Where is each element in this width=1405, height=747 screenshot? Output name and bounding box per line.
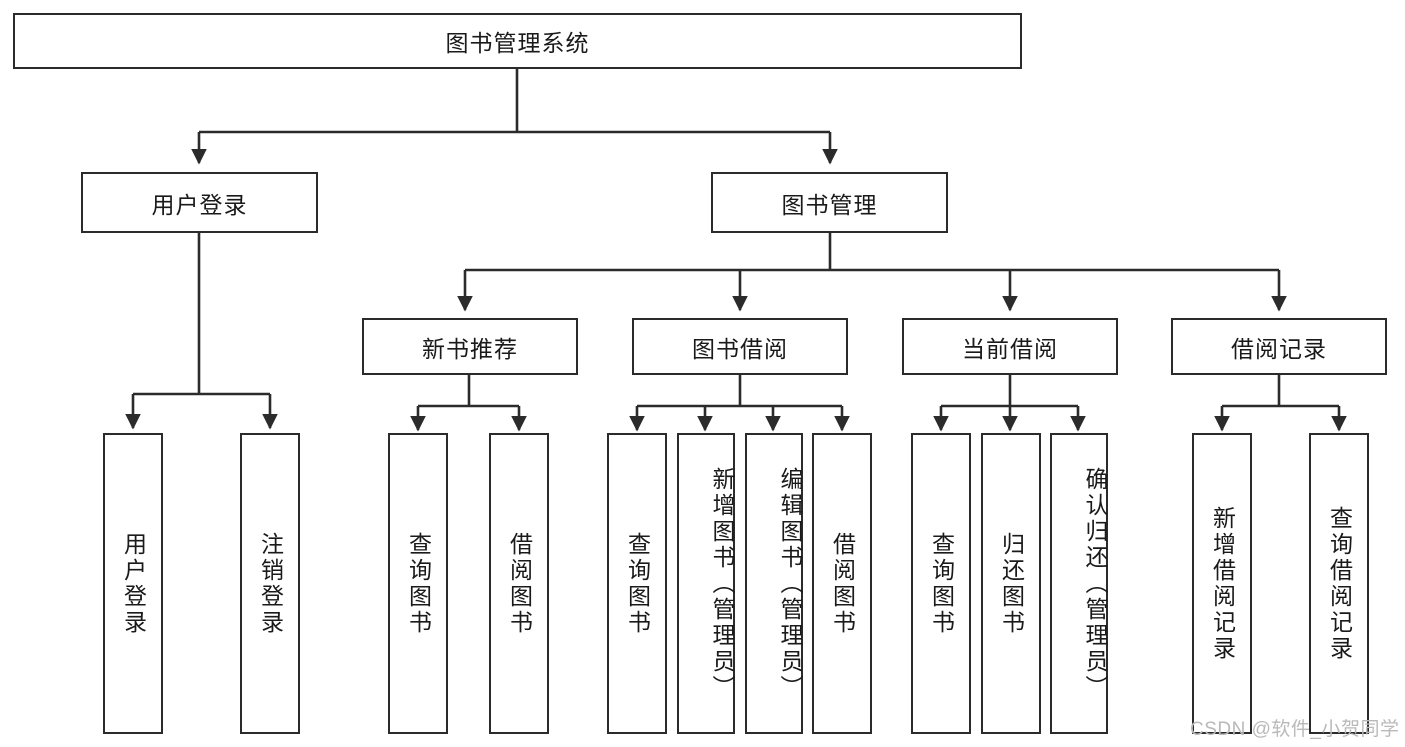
node-leaf-user-login-label: 用户登录 xyxy=(120,531,147,636)
node-leaf-query-book-1-label: 查询图书 xyxy=(405,531,432,636)
node-leaf-query-book-3-label: 查询图书 xyxy=(928,531,955,636)
node-leaf-borrow-book-2[interactable]: 借阅图书 xyxy=(812,433,872,734)
node-leaf-query-book-2-label: 查询图书 xyxy=(624,531,651,636)
node-book-borrow[interactable]: 图书借阅 xyxy=(632,318,848,375)
node-leaf-query-book-2[interactable]: 查询图书 xyxy=(607,433,667,734)
node-root[interactable]: 图书管理系统 xyxy=(13,13,1022,69)
node-leaf-user-logout-label: 注销登录 xyxy=(257,531,284,636)
node-current-borrow-label: 当前借阅 xyxy=(962,335,1058,362)
node-root-label: 图书管理系统 xyxy=(445,30,590,56)
node-leaf-add-record-label: 新增借阅记录 xyxy=(1209,505,1236,662)
node-borrow-record[interactable]: 借阅记录 xyxy=(1171,318,1387,375)
node-book-manage[interactable]: 图书管理 xyxy=(711,172,948,233)
node-new-book-rec-label: 新书推荐 xyxy=(422,335,518,362)
node-book-manage-label: 图书管理 xyxy=(781,191,878,218)
node-leaf-query-record[interactable]: 查询借阅记录 xyxy=(1309,433,1369,734)
node-new-book-rec[interactable]: 新书推荐 xyxy=(362,318,578,375)
node-leaf-query-book-1[interactable]: 查询图书 xyxy=(388,433,448,734)
node-leaf-edit-book-label: 编辑图书（管理员） xyxy=(777,466,803,701)
node-leaf-user-logout[interactable]: 注销登录 xyxy=(240,433,300,734)
node-leaf-return-book-label: 归还图书 xyxy=(998,531,1025,636)
node-leaf-edit-book[interactable]: 编辑图书（管理员） xyxy=(745,433,803,734)
node-leaf-borrow-book-2-label: 借阅图书 xyxy=(829,531,856,636)
node-borrow-record-label: 借阅记录 xyxy=(1231,335,1327,362)
node-user-login[interactable]: 用户登录 xyxy=(81,172,318,233)
node-leaf-return-book[interactable]: 归还图书 xyxy=(981,433,1041,734)
node-user-login-label: 用户登录 xyxy=(151,191,248,218)
node-book-borrow-label: 图书借阅 xyxy=(692,335,788,362)
node-leaf-add-book[interactable]: 新增图书（管理员） xyxy=(677,433,735,734)
node-leaf-confirm-return-label: 确认归还（管理员） xyxy=(1082,466,1108,701)
node-leaf-user-login[interactable]: 用户登录 xyxy=(103,433,163,734)
watermark: CSDN @软件_小贺同学 xyxy=(1190,719,1400,740)
node-leaf-query-record-label: 查询借阅记录 xyxy=(1326,505,1353,662)
node-leaf-borrow-book-1[interactable]: 借阅图书 xyxy=(489,433,549,734)
node-leaf-confirm-return[interactable]: 确认归还（管理员） xyxy=(1050,433,1108,734)
node-current-borrow[interactable]: 当前借阅 xyxy=(902,318,1118,375)
node-leaf-borrow-book-1-label: 借阅图书 xyxy=(506,531,533,636)
node-leaf-add-book-label: 新增图书（管理员） xyxy=(709,466,735,701)
node-leaf-add-record[interactable]: 新增借阅记录 xyxy=(1192,433,1252,734)
node-leaf-query-book-3[interactable]: 查询图书 xyxy=(911,433,971,734)
